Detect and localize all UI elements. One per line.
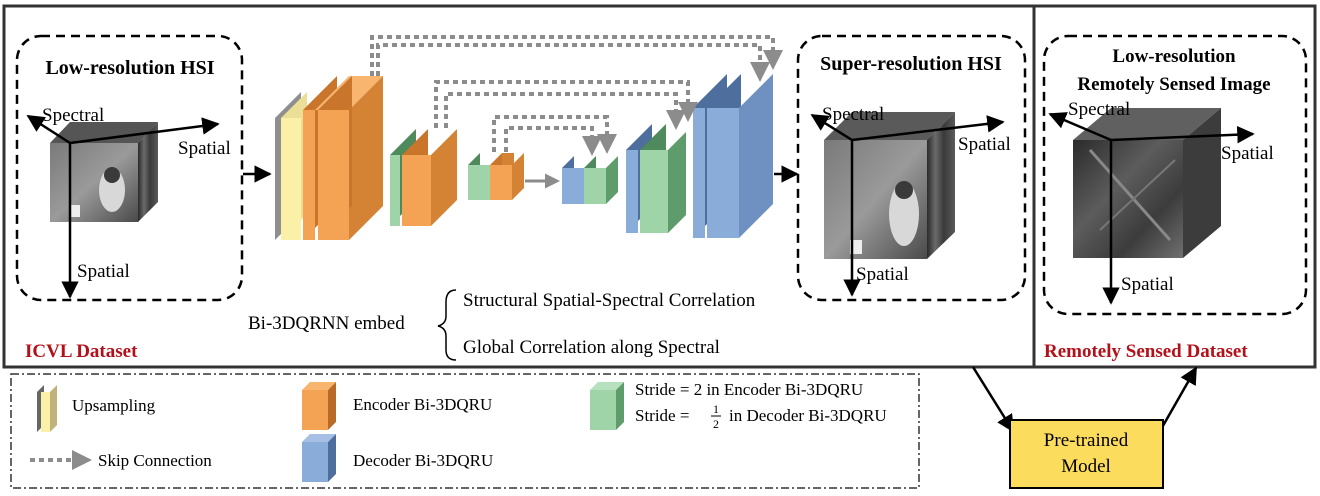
remote-dataset-label: Remotely Sensed Dataset: [1044, 341, 1248, 362]
legend-stride-decoder-denominator: 2: [713, 417, 719, 431]
remote-image-cube: [1073, 108, 1221, 258]
input-hsi-title: Low-resolution HSI: [45, 57, 214, 79]
legend-stride-decoder-text: in Decoder Bi-3DQRU: [729, 406, 887, 425]
legend-upsampling-icon: [37, 385, 57, 432]
legend-encoder-icon: [302, 382, 336, 430]
decoder-block-1: [693, 74, 773, 238]
input-axis-spectral-label: Spectral: [42, 105, 104, 126]
input-axis-spatial-label-v: Spatial: [77, 261, 130, 282]
legend-decoder-icon: [302, 434, 336, 482]
bottleneck-decoder: [562, 156, 618, 204]
bottleneck-encoder: [468, 153, 524, 200]
skip-connection-outer-2: [376, 43, 770, 82]
remote-axis-spatial-label-v: Spatial: [1121, 274, 1174, 295]
pretrained-model-line2: Model: [1061, 456, 1111, 477]
icvl-dataset-label: ICVL Dataset: [25, 341, 138, 362]
remote-box-title-line1: Low-resolution: [1112, 46, 1236, 67]
embed-item-1: Structural Spatial-Spectral Correlation: [463, 290, 756, 311]
input-hsi-cube: [50, 122, 158, 222]
legend-stride-icon: [590, 382, 624, 430]
remote-image-box: [1042, 34, 1308, 316]
remote-axis-spatial-label-h: Spatial: [1221, 143, 1274, 164]
output-hsi-cube: [824, 112, 955, 259]
output-axis-spatial-h: [851, 115, 1005, 142]
output-axis-spatial-label-v: Spatial: [856, 264, 909, 285]
input-axis-spatial-label-h: Spatial: [178, 138, 231, 159]
skip-connection-inner-2: [504, 126, 602, 156]
output-hsi-box: [796, 34, 1027, 302]
input-axis-spectral: [26, 114, 71, 145]
pretrained-model-line1: Pre-trained: [1044, 430, 1129, 451]
output-hsi-title: Super-resolution HSI: [820, 53, 1002, 75]
legend-stride-decoder-numerator: 1: [713, 402, 719, 416]
embed-item-2: Global Correlation along Spectral: [463, 337, 720, 358]
icvl-to-model-arrow: [971, 366, 1015, 433]
output-axis-spatial-label-h: Spatial: [958, 134, 1011, 155]
remote-axis-spatial-h: [1110, 125, 1255, 144]
decoder-block-2: [626, 124, 686, 233]
skip-connection-inner: [492, 115, 617, 154]
legend-skip-label: Skip Connection: [98, 451, 212, 470]
legend-stride-encoder: Stride = 2 in Encoder Bi-3DQRU: [635, 380, 863, 399]
skip-connection-outer: [370, 35, 783, 76]
embed-brace: [437, 289, 457, 361]
encoder-block-2: [390, 129, 457, 226]
remote-panel: [1032, 4, 1317, 369]
skip-connection-mid: [434, 80, 698, 128]
legend-box: [10, 373, 920, 489]
remote-axis-spectral: [1048, 112, 1112, 142]
legend-stride-decoder-prefix: Stride =: [635, 406, 689, 425]
input-axis-spatial-h: [69, 117, 220, 145]
legend-decoder-label: Decoder Bi-3DQRU: [353, 451, 493, 470]
encoder-block-1: [303, 76, 383, 240]
legend-encoder-label: Encoder Bi-3DQRU: [353, 395, 492, 414]
remote-axis-spectral-label: Spectral: [1068, 99, 1130, 120]
remote-box-title-line2: Remotely Sensed Image: [1077, 74, 1270, 95]
skip-connections: [370, 35, 783, 156]
output-axis-spectral-label: Spectral: [822, 104, 884, 125]
embed-label: Bi-3DQRNN embed: [248, 313, 405, 334]
legend-upsampling-label: Upsampling: [72, 396, 156, 415]
model-to-remote-arrow: [1158, 366, 1198, 432]
input-hsi-box: [15, 34, 244, 302]
pretrained-model-box: [1009, 419, 1164, 489]
output-axis-spectral: [810, 113, 853, 142]
skip-connection-mid-2: [444, 92, 686, 130]
upsampling-block: [275, 92, 307, 240]
